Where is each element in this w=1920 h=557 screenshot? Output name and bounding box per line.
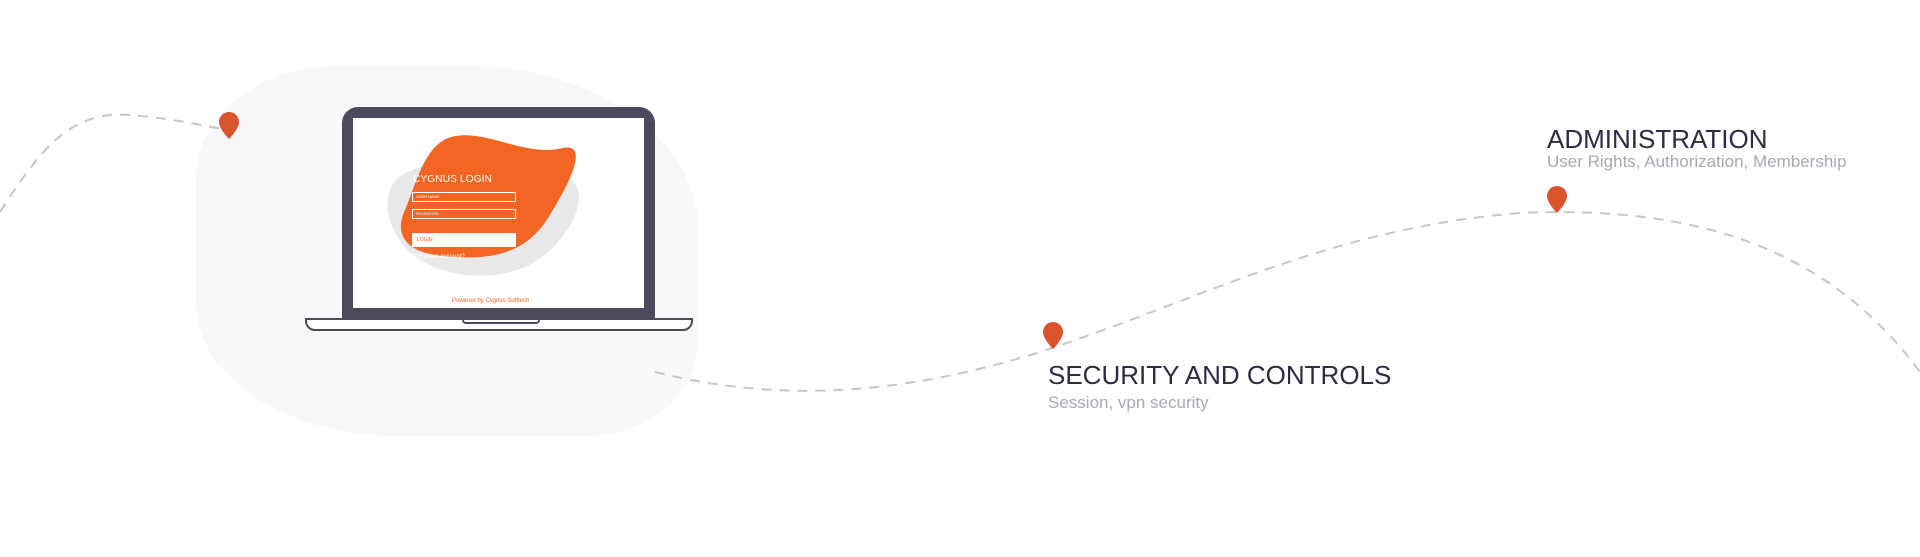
laptop-screen: CYGNUS LOGIN USER NAME PASSWORD LOGIN Fo… — [342, 107, 655, 319]
password-field: PASSWORD — [412, 209, 516, 219]
feature-subtitle-administration: User Rights, Authorization, Membership — [1547, 152, 1847, 171]
feature-subtitle-security: Session, vpn security — [1048, 393, 1209, 412]
feature-title-security: SECURITY AND CONTROLS — [1048, 360, 1392, 390]
location-pin-icon — [219, 112, 239, 139]
location-pin-icon — [1547, 186, 1567, 213]
forgot-account-link: Forgotten account? — [413, 254, 465, 260]
laptop-base — [305, 318, 693, 331]
login-orange-blob — [400, 135, 576, 258]
feature-title-administration: ADMINISTRATION — [1547, 124, 1768, 154]
laptop-display: CYGNUS LOGIN USER NAME PASSWORD LOGIN Fo… — [353, 118, 644, 308]
path-segment-main — [654, 211, 1920, 392]
login-title: CYGNUS LOGIN — [413, 174, 493, 185]
login-button: LOGIN — [412, 233, 516, 247]
laptop-notch — [462, 318, 540, 324]
powered-by-text: Powered by Cygnus Softtech — [452, 298, 530, 304]
location-pin-icon — [1043, 322, 1063, 349]
path-segment-left — [0, 113, 229, 213]
username-field: USER NAME — [412, 192, 516, 202]
